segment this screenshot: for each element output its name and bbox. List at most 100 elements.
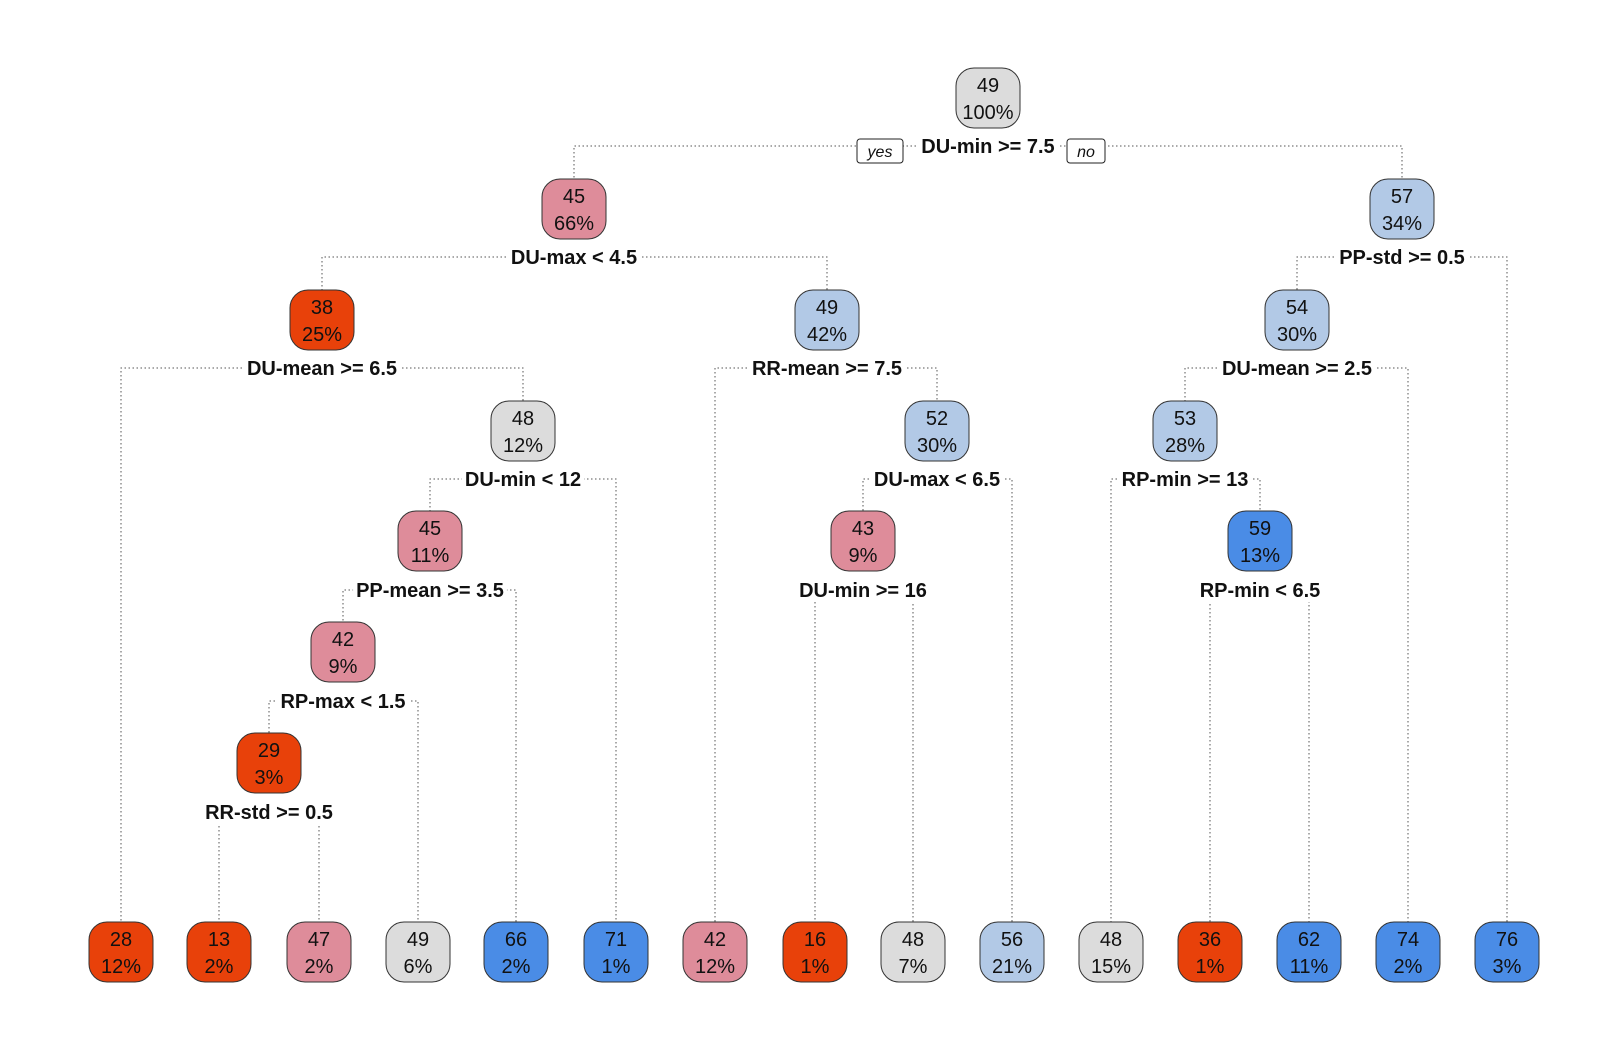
node-box-n10 bbox=[830, 510, 896, 572]
tree-node-L12: 361% bbox=[1177, 921, 1243, 983]
split-label-bg-n5 bbox=[1218, 358, 1376, 380]
edge-n6-L6 bbox=[523, 478, 617, 922]
node-value-L12: 36 bbox=[1199, 929, 1221, 951]
split-label-n4: RR-mean >= 7.5 bbox=[752, 358, 902, 380]
split-label-bg-n0 bbox=[918, 136, 1058, 158]
tree-node-n0: 49 100% bbox=[955, 67, 1021, 129]
edge-n6-n9 bbox=[429, 478, 523, 511]
node-box-n3 bbox=[289, 289, 355, 351]
split-label-n10: DU-min >= 16 bbox=[799, 580, 927, 602]
node-value-n0: 49 bbox=[977, 75, 999, 97]
node-box-L10 bbox=[979, 921, 1045, 983]
edge-n4-L7 bbox=[714, 367, 827, 922]
edge-n1-n4 bbox=[574, 256, 828, 290]
node-box-L1 bbox=[88, 921, 154, 983]
node-box-L8 bbox=[782, 921, 848, 983]
node-value-L14: 74 bbox=[1397, 929, 1419, 951]
node-box-L9 bbox=[880, 921, 946, 983]
split-label-bg-n4 bbox=[748, 358, 906, 380]
split-label-n8: RP-min >= 13 bbox=[1122, 469, 1249, 491]
node-value-n5: 54 bbox=[1286, 297, 1308, 319]
split-label-bg-n1 bbox=[507, 247, 641, 269]
node-value-L7: 42 bbox=[704, 929, 726, 951]
node-value-L15: 76 bbox=[1496, 929, 1518, 951]
tree-node-L4: 496% bbox=[385, 921, 451, 983]
node-box-L14 bbox=[1375, 921, 1441, 983]
tree-node-L8: 161% bbox=[782, 921, 848, 983]
edge-n8-L11 bbox=[1110, 478, 1185, 922]
node-box-L7 bbox=[682, 921, 748, 983]
node-value-L9: 48 bbox=[902, 929, 924, 951]
node-box-n0 bbox=[955, 67, 1021, 129]
node-percent-L13: 11% bbox=[1290, 956, 1329, 978]
no-label-box bbox=[1066, 138, 1106, 164]
node-value-L4: 49 bbox=[407, 929, 429, 951]
node-percent-L11: 15% bbox=[1091, 956, 1131, 978]
node-box-n11 bbox=[1227, 510, 1293, 572]
node-percent-L12: 1% bbox=[1196, 956, 1225, 978]
node-box-n6 bbox=[490, 400, 556, 462]
yes-no-labels: yes no bbox=[856, 138, 1106, 164]
tree-node-L3: 472% bbox=[286, 921, 352, 983]
node-value-L1: 28 bbox=[110, 929, 132, 951]
node-percent-n11: 13% bbox=[1240, 545, 1280, 567]
yes-label: yes bbox=[867, 144, 893, 161]
node-percent-n7: 30% bbox=[917, 435, 957, 457]
node-value-n8: 53 bbox=[1174, 408, 1196, 430]
split-label-n9: PP-mean >= 3.5 bbox=[356, 580, 504, 602]
node-percent-L3: 2% bbox=[305, 956, 334, 978]
node-percent-n0: 100% bbox=[962, 102, 1013, 124]
edge-n1-n3 bbox=[321, 256, 574, 290]
split-label-n7: DU-max < 6.5 bbox=[874, 469, 1000, 491]
split-label-bg-n13 bbox=[202, 802, 336, 824]
node-percent-n12: 9% bbox=[329, 656, 358, 678]
node-value-n3: 38 bbox=[311, 297, 333, 319]
node-box-L5 bbox=[483, 921, 549, 983]
node-percent-L9: 7% bbox=[899, 956, 928, 978]
node-percent-n3: 25% bbox=[302, 324, 342, 346]
node-percent-n13: 3% bbox=[255, 767, 284, 789]
edge-n11-L13 bbox=[1260, 589, 1310, 922]
split-label-bg-n2 bbox=[1336, 247, 1468, 269]
edge-n2-L15 bbox=[1402, 256, 1508, 922]
no-label: no bbox=[1077, 144, 1095, 161]
node-box-n4 bbox=[794, 289, 860, 351]
edge-n7-L10 bbox=[937, 478, 1013, 922]
edge-n3-L1 bbox=[120, 367, 322, 922]
node-box-n5 bbox=[1264, 289, 1330, 351]
node-box-n9 bbox=[397, 510, 463, 572]
split-label-bg-n10 bbox=[796, 580, 930, 602]
tree-node-L2: 132% bbox=[186, 921, 252, 983]
edge-n0-n1 bbox=[573, 145, 988, 179]
node-value-n9: 45 bbox=[419, 518, 441, 540]
edge-n3-n6 bbox=[322, 367, 524, 401]
node-box-L3 bbox=[286, 921, 352, 983]
tree-node-L6: 711% bbox=[583, 921, 649, 983]
node-percent-n6: 12% bbox=[503, 435, 543, 457]
node-percent-n8: 28% bbox=[1165, 435, 1205, 457]
edge-n0-n2 bbox=[988, 145, 1403, 179]
node-percent-L8: 1% bbox=[801, 956, 830, 978]
node-box-n12 bbox=[310, 621, 376, 683]
tree-node-n13: 293% bbox=[236, 732, 302, 794]
split-label-n3: DU-mean >= 6.5 bbox=[247, 358, 397, 380]
edge-n10-L9 bbox=[863, 589, 914, 922]
edge-n2-n5 bbox=[1296, 256, 1402, 290]
edge-n10-L8 bbox=[814, 589, 863, 922]
node-value-L11: 48 bbox=[1100, 929, 1122, 951]
node-percent-L5: 2% bbox=[502, 956, 531, 978]
node-box-L12 bbox=[1177, 921, 1243, 983]
node-percent-L1: 12% bbox=[101, 956, 141, 978]
node-box-n13 bbox=[236, 732, 302, 794]
split-label-bg-n8 bbox=[1118, 469, 1252, 491]
